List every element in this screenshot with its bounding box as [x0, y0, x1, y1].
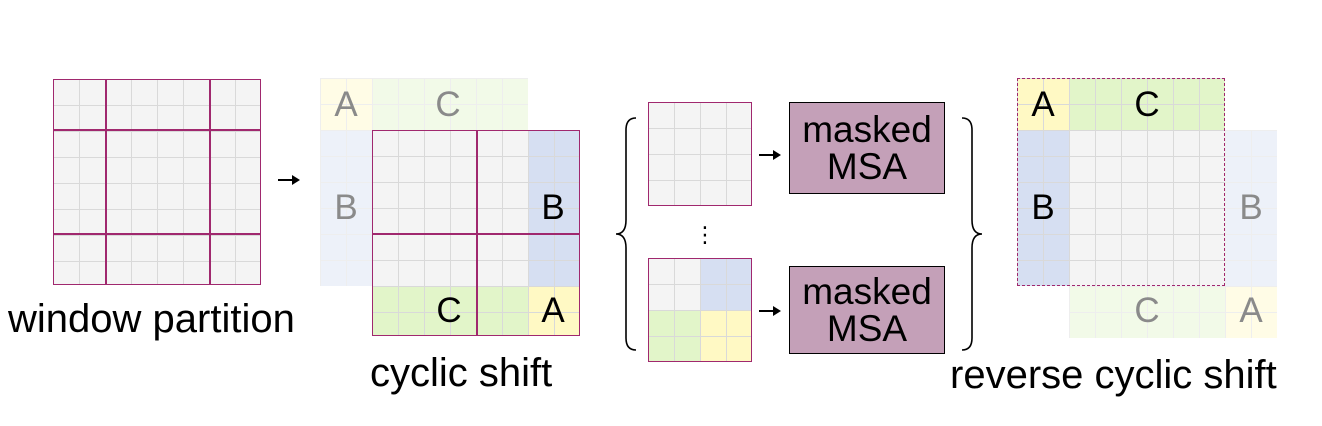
ghost-region-b [1225, 130, 1277, 286]
arrow-to-msa-bottom [759, 306, 781, 316]
ghost-region-a [320, 78, 372, 130]
grid-base [53, 79, 261, 285]
label-c: C [436, 291, 462, 330]
label-b: B [541, 188, 565, 227]
arrow-to-msa-top [759, 150, 781, 160]
region-a [528, 286, 580, 336]
window-divider-h2 [53, 233, 261, 235]
ghost-label-c: C [1134, 291, 1160, 330]
ghost-label-b: B [334, 188, 358, 227]
msa-bottom-line2: MSA [826, 308, 908, 349]
ghost-label-a: A [334, 85, 358, 124]
label-c: C [1134, 85, 1160, 124]
region-b [1017, 130, 1069, 286]
window-bottom-region-a [700, 310, 752, 362]
window-divider-h [372, 233, 580, 235]
window-divider-v1 [105, 79, 107, 285]
caption-window-partition: window partition [8, 297, 295, 341]
ghost-label-a: A [1239, 291, 1263, 330]
label-a: A [541, 291, 565, 330]
masked-msa-box-bottom: masked MSA [789, 266, 945, 354]
ghost-region-b [320, 130, 372, 286]
region-b [528, 130, 580, 286]
window-bottom-region-c [648, 310, 700, 362]
ghost-region-c [372, 78, 528, 130]
region-c [1069, 78, 1225, 130]
window-bottom-region-b [700, 258, 752, 310]
region-c [372, 286, 528, 336]
ghost-label-c: C [435, 85, 461, 124]
right-brace [961, 117, 983, 351]
ghost-region-c [1069, 286, 1225, 338]
msa-top-line1: masked [802, 109, 932, 150]
vertical-ellipsis: ⋮ [694, 222, 716, 247]
window-top-base [648, 102, 752, 206]
msa-bottom-line1: masked [802, 271, 932, 312]
left-brace [615, 117, 637, 351]
ghost-region-a [1225, 286, 1277, 338]
window-divider-h1 [53, 129, 261, 131]
caption-cyclic-shift: cyclic shift [370, 351, 553, 395]
masked-msa-box-top: masked MSA [789, 102, 945, 194]
arrow-to-cyclic-shift [278, 175, 300, 185]
caption-reverse-cyclic-shift: reverse cyclic shift [950, 353, 1277, 397]
region-a [1017, 78, 1069, 130]
label-b: B [1031, 188, 1055, 227]
msa-top-line2: MSA [826, 146, 908, 187]
label-a: A [1031, 85, 1055, 124]
window-divider-v2 [209, 79, 211, 285]
ghost-label-b: B [1239, 188, 1263, 227]
